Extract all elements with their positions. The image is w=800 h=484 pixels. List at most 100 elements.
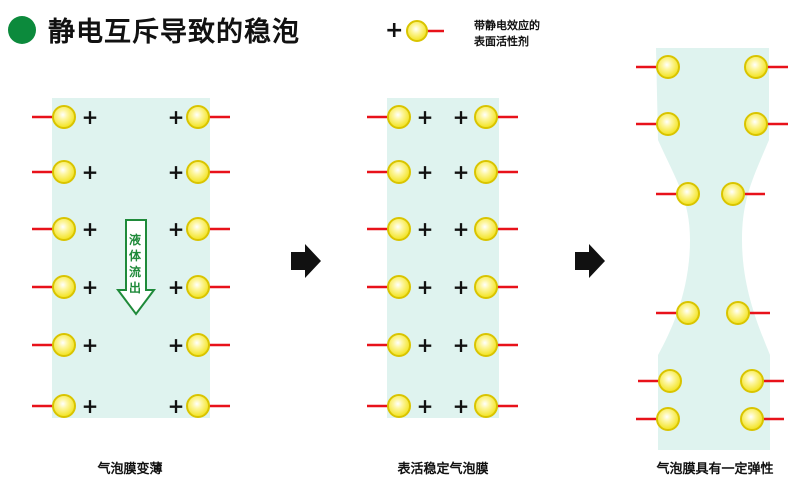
hydrophilic-head xyxy=(387,275,411,299)
title-bullet-icon xyxy=(8,16,36,44)
surfactant-molecule: + xyxy=(453,160,518,184)
hydrophilic-head xyxy=(740,407,764,431)
hydrophilic-head xyxy=(744,55,768,79)
charge-plus-sign: + xyxy=(417,217,434,241)
surfactant-molecule: + xyxy=(32,333,98,357)
legend-label: 带静电效应的 表面活性剂 xyxy=(474,18,540,50)
legend-label-line-2: 表面活性剂 xyxy=(474,35,529,48)
surfactant-molecule: + xyxy=(367,217,433,241)
surfactant-molecule: + xyxy=(168,333,230,357)
surfactant-molecule: + xyxy=(367,394,433,418)
process-arrow-2-icon xyxy=(575,244,605,278)
surfactant-molecule: + xyxy=(168,394,230,418)
surfactant-molecule xyxy=(636,407,680,431)
hydrophilic-head xyxy=(474,217,498,241)
process-arrow-1-icon xyxy=(291,244,321,278)
surfactant-molecule xyxy=(638,369,682,393)
surfactant-molecule: + xyxy=(32,160,98,184)
panel-1-caption: 气泡膜变薄 xyxy=(97,462,163,477)
charge-plus-sign: + xyxy=(168,217,185,241)
surfactant-molecule xyxy=(636,112,680,136)
panel-3-film xyxy=(656,48,770,450)
surfactant-molecule xyxy=(740,369,784,393)
hydrophilic-head xyxy=(186,275,210,299)
charge-plus-sign: + xyxy=(82,333,99,357)
panel-3-caption: 气泡膜具有一定弹性 xyxy=(656,462,774,477)
hydrophilic-head xyxy=(744,112,768,136)
flow-label-char-3: 流 xyxy=(128,265,141,279)
charge-plus-sign: + xyxy=(417,333,434,357)
surfactant-molecule: + xyxy=(168,275,230,299)
hydrophilic-head xyxy=(186,105,210,129)
hydrophilic-head xyxy=(474,333,498,357)
panel-2-film xyxy=(387,98,499,418)
hydrophilic-head xyxy=(656,112,680,136)
charge-plus-sign: + xyxy=(82,160,99,184)
hydrophilic-head xyxy=(52,275,76,299)
surfactant-molecule: + xyxy=(367,105,433,129)
hydrophilic-head xyxy=(387,160,411,184)
hydrophilic-head xyxy=(474,275,498,299)
surfactant-molecule: + xyxy=(367,275,433,299)
charge-plus-sign: + xyxy=(168,394,185,418)
surfactant-molecules: ++++++++++++++++++++++++ xyxy=(32,55,788,431)
flow-label-char-1: 液 xyxy=(128,233,141,247)
surfactant-molecule: + xyxy=(32,394,98,418)
hydrophilic-head xyxy=(474,394,498,418)
surfactant-molecule: + xyxy=(32,217,98,241)
surfactant-molecule xyxy=(726,301,770,325)
hydrophilic-head xyxy=(676,182,700,206)
hydrophilic-head xyxy=(186,394,210,418)
surfactant-molecule: + xyxy=(168,217,230,241)
charge-plus-sign: + xyxy=(453,394,470,418)
surfactant-molecule: + xyxy=(367,160,433,184)
hydrophilic-head xyxy=(52,160,76,184)
charge-plus-sign: + xyxy=(453,217,470,241)
charge-plus-sign: + xyxy=(417,160,434,184)
hydrophilic-head xyxy=(474,105,498,129)
surfactant-molecule: + xyxy=(453,217,518,241)
charge-plus-sign: + xyxy=(82,217,99,241)
charge-plus-sign: + xyxy=(82,394,99,418)
charge-plus-sign: + xyxy=(168,333,185,357)
charge-plus-sign: + xyxy=(82,275,99,299)
hydrophilic-head xyxy=(52,394,76,418)
flow-out-label: 液 体 流 出 xyxy=(128,232,142,296)
surfactant-molecule xyxy=(636,55,680,79)
surfactant-molecule xyxy=(744,55,788,79)
charge-plus-sign: + xyxy=(417,105,434,129)
legend-surfactant-icon xyxy=(406,20,444,42)
surfactant-molecule xyxy=(721,182,765,206)
surfactant-molecule: + xyxy=(453,275,518,299)
hydrophilic-head xyxy=(721,182,745,206)
surfactant-molecule: + xyxy=(453,105,518,129)
hydrophilic-head xyxy=(186,217,210,241)
legend-plus-sign: + xyxy=(385,18,404,43)
hydrophilic-head xyxy=(656,55,680,79)
hydrophilic-head xyxy=(186,160,210,184)
charge-plus-sign: + xyxy=(168,105,185,129)
surfactant-molecule: + xyxy=(367,333,433,357)
hydrophilic-head xyxy=(387,217,411,241)
hydrophilic-head xyxy=(52,333,76,357)
charge-plus-sign: + xyxy=(168,275,185,299)
hydrophilic-head xyxy=(387,394,411,418)
surfactant-molecule: + xyxy=(32,275,98,299)
charge-plus-sign: + xyxy=(453,105,470,129)
surfactant-molecule: + xyxy=(168,105,230,129)
hydrophilic-head xyxy=(474,160,498,184)
hydrophilic-head xyxy=(726,301,750,325)
surfactant-molecule xyxy=(740,407,784,431)
hydrophilic-head xyxy=(186,333,210,357)
surfactant-molecule xyxy=(744,112,788,136)
flow-label-char-2: 体 xyxy=(128,249,141,263)
charge-plus-sign: + xyxy=(168,160,185,184)
hydrophilic-head xyxy=(740,369,764,393)
surfactant-molecule: + xyxy=(168,160,230,184)
hydrophilic-head xyxy=(676,301,700,325)
surfactant-molecule: + xyxy=(453,394,518,418)
hydrophilic-head xyxy=(52,105,76,129)
charge-plus-sign: + xyxy=(453,160,470,184)
hydrophilic-head xyxy=(387,105,411,129)
